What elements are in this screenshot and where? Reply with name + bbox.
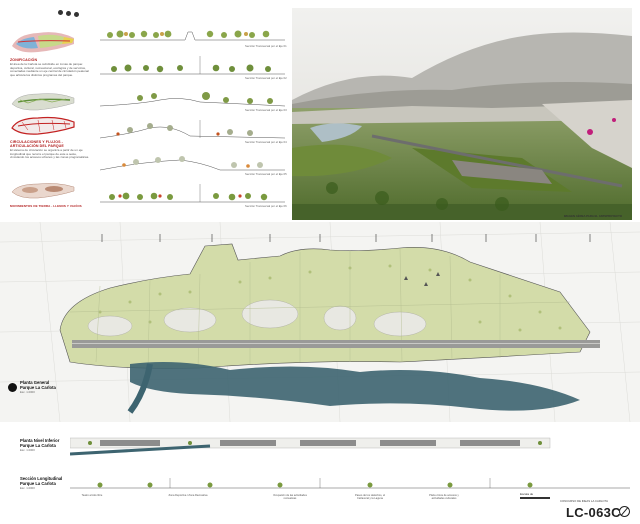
lower-plan-title: Planta Nivel Inferior	[20, 438, 60, 443]
section-label-5: Sección Transversal por el Eje 05	[245, 172, 287, 176]
lower-level-plan	[69, 434, 630, 456]
zoning-diagram	[12, 32, 74, 53]
long-section-title: Sección Longitudinal	[20, 476, 63, 481]
aerial-render: IMAGEN AÉREA PARA EL ANTEPROYECTO	[292, 8, 632, 220]
section-label-4: Sección Transversal por el Eje 04	[245, 140, 287, 144]
earthwork-diagram	[11, 183, 75, 199]
circulation-diagram	[11, 116, 75, 135]
zoning-title: ZONIFICACIÓN	[10, 58, 38, 62]
circulation-title: CIRCULACIONES Y FLUJOS - ARTICULACIÓN DE…	[10, 140, 64, 148]
general-plan-subtitle: Parque La Carlota	[20, 385, 56, 390]
longitudinal-section	[70, 478, 630, 492]
section-label-2: Sección Transversal por el Eje 02	[245, 76, 287, 80]
section-row-1	[100, 18, 285, 44]
scale-bar: Escala de	[520, 492, 550, 499]
lower-plan-title-block: Planta Nivel Inferior Parque La Carlota …	[20, 438, 80, 452]
circulation-body: El sistema de circulación se organiza a …	[10, 148, 90, 160]
north-arrow-icon	[8, 383, 17, 392]
zoning-body: El área de la Carlota se subdivide en zo…	[10, 62, 89, 77]
zone-legend-icons	[58, 10, 90, 28]
section-row-4	[99, 116, 286, 142]
general-plan-title-block: Planta General Parque La Carlota Esc. 1:…	[8, 380, 68, 394]
general-plan-scale: Esc. 1:2000	[20, 390, 35, 394]
contest-label: CONCURSO DE IDEAS LA CARLOTA	[560, 499, 608, 503]
left-diagram-panel: ZONIFICACIÓN El área de la Carlota se su…	[0, 0, 95, 215]
aerial-caption: IMAGEN AÉREA PARA EL ANTEPROYECTO	[563, 214, 622, 218]
note-sports-zone: Zona Deportiva / Zona Recreativa	[168, 494, 208, 497]
long-section-title-block: Sección Longitudinal Parque La Carlota E…	[20, 476, 80, 490]
section-row-3	[99, 84, 286, 110]
lower-plan-subtitle: Parque La Carlota	[20, 443, 56, 448]
long-section-scale: Esc. 1:2000	[20, 486, 35, 490]
cross-sections-panel: Sección Transversal por el Eje 01 Secció…	[95, 0, 290, 215]
general-plan-title: Planta General	[20, 380, 50, 385]
note-helechos: Paseo de los Helechos, el Cañaveral y la…	[355, 494, 385, 500]
park-structure-diagram	[11, 93, 75, 111]
long-section-subtitle: Parque La Carlota	[20, 481, 56, 486]
lower-plan-scale: Esc. 1:2000	[20, 448, 35, 452]
note-civic-plaza: Plaza cívica de accesos y actividades cu…	[429, 494, 459, 500]
general-plan	[0, 221, 640, 423]
section-row-6	[100, 180, 285, 206]
scale-label: Escala de	[520, 492, 534, 496]
earthwork-title: MOVIMIENTOS DE TIERRA - LLENOS Y VACÍOS	[10, 204, 82, 208]
note-recreation: Ocupación de las actividades recreativas	[273, 494, 307, 500]
section-row-2	[100, 52, 285, 78]
slashed-circle-icon	[619, 506, 630, 517]
section-label-6: Sección Transversal por el Eje 06	[245, 204, 287, 208]
section-label-3: Sección Transversal por el Eje 03	[245, 108, 287, 112]
zoning-text-block: ZONIFICACIÓN El área de la Carlota se su…	[10, 58, 90, 77]
section-label-1: Sección Transversal por el Eje 01	[245, 44, 287, 48]
section-row-5	[99, 148, 285, 174]
circulation-text-block: CIRCULACIONES Y FLUJOS - ARTICULACIÓN DE…	[10, 140, 90, 160]
entry-code: LC-063C	[566, 505, 621, 520]
note-open-air-theater: Teatro al Aire libre	[81, 494, 103, 497]
